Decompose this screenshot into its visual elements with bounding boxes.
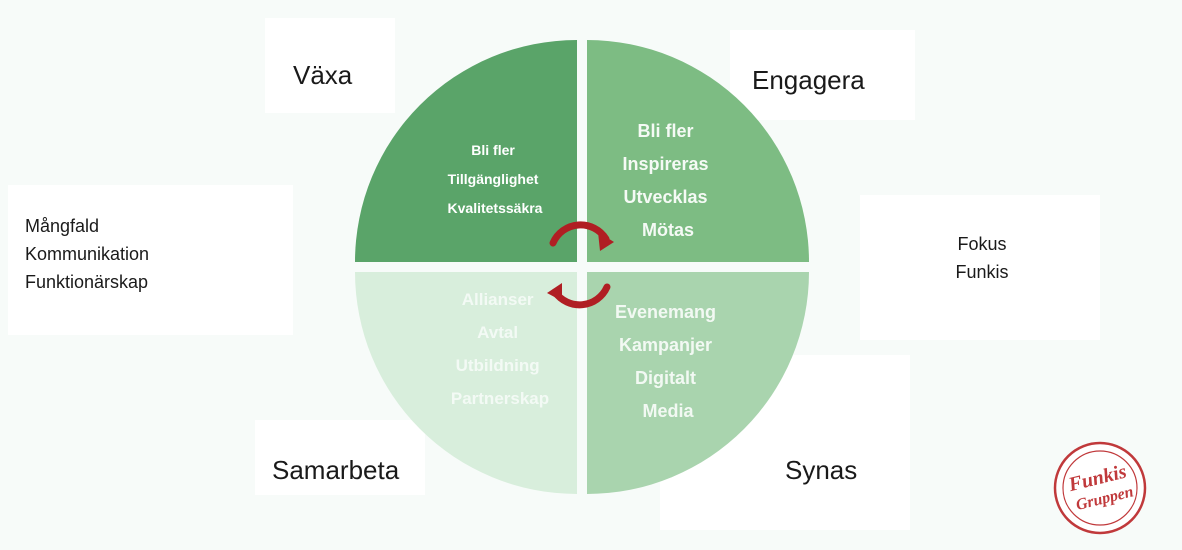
title-engagera: Engagera: [752, 65, 865, 95]
background-box: [860, 195, 1100, 340]
side-left-item: Kommunikation: [25, 244, 150, 264]
quadrant-samarbeta-item: Allianser: [462, 290, 534, 309]
side-list-right: Fokus Funkis: [943, 230, 1021, 286]
svg-text:Allianser Avtal Utbild: Allianser Avtal Utbildning Partnerskap: [451, 290, 549, 408]
quadrant-synas-item: Evenemang: [615, 302, 716, 322]
quadrant-engagera-item: Bli fler: [637, 121, 693, 141]
funkis-logo: Funkis Gruppen: [1053, 441, 1147, 535]
cycle-arrows-icon: [547, 221, 614, 309]
side-right-item: Fokus: [957, 234, 1007, 254]
title-samarbeta: Samarbeta: [272, 455, 400, 485]
svg-text:Evenemang Kampanjer Di: Evenemang Kampanjer Digitalt Media: [615, 302, 721, 421]
quadrant-synas-item: Digitalt: [635, 368, 696, 388]
cycle-arrowhead-bottom: [547, 283, 562, 301]
quadrant-engagera-item: Inspireras: [622, 154, 708, 174]
quadrant-vaxa-item: Tillgänglighet: [448, 171, 539, 187]
side-left-item: Funktionärskap: [25, 272, 149, 292]
quadrant-synas-item: Media: [642, 401, 694, 421]
quadrant-samarbeta: [355, 272, 577, 494]
quadrant-synas: [587, 272, 809, 494]
background-box: [255, 420, 425, 495]
quadrant-samarbeta-item: Avtal: [477, 323, 518, 342]
quadrant-vaxa-item: Kvalitetssäkra: [448, 200, 543, 216]
quadrant-samarbeta-item: Utbildning: [456, 356, 540, 375]
quadrant-vaxa-item: Bli fler: [471, 142, 515, 158]
quadrant-synas-item: Kampanjer: [619, 335, 712, 355]
background-box: [730, 30, 915, 120]
title-synas: Synas: [785, 455, 858, 485]
background-box: [265, 18, 395, 113]
title-vaxa: Växa: [293, 60, 353, 90]
side-left-item: Mångfald: [25, 216, 100, 236]
quadrant-vaxa: [355, 40, 577, 262]
cycle-arrow-top: [549, 221, 610, 247]
svg-text:Bli fler Tillgänglighet: Bli fler Tillgänglighet Kvalitetssäkra: [448, 142, 543, 216]
quadrant-samarbeta-item: Partnerskap: [451, 389, 549, 408]
quadrant-engagera: [587, 40, 809, 262]
quadrant-engagera-item: Mötas: [642, 220, 694, 240]
background-box: [8, 185, 293, 335]
quadrant-engagera-item: Utvecklas: [623, 187, 707, 207]
svg-text:Bli fler Inspireras Ut: Bli fler Inspireras Utvecklas Mötas: [622, 121, 713, 240]
side-list-left: Mångfald Kommunikation Funktionärskap: [25, 212, 149, 296]
side-right-item: Funkis: [955, 262, 1009, 282]
cycle-arrowhead-top: [598, 232, 614, 251]
